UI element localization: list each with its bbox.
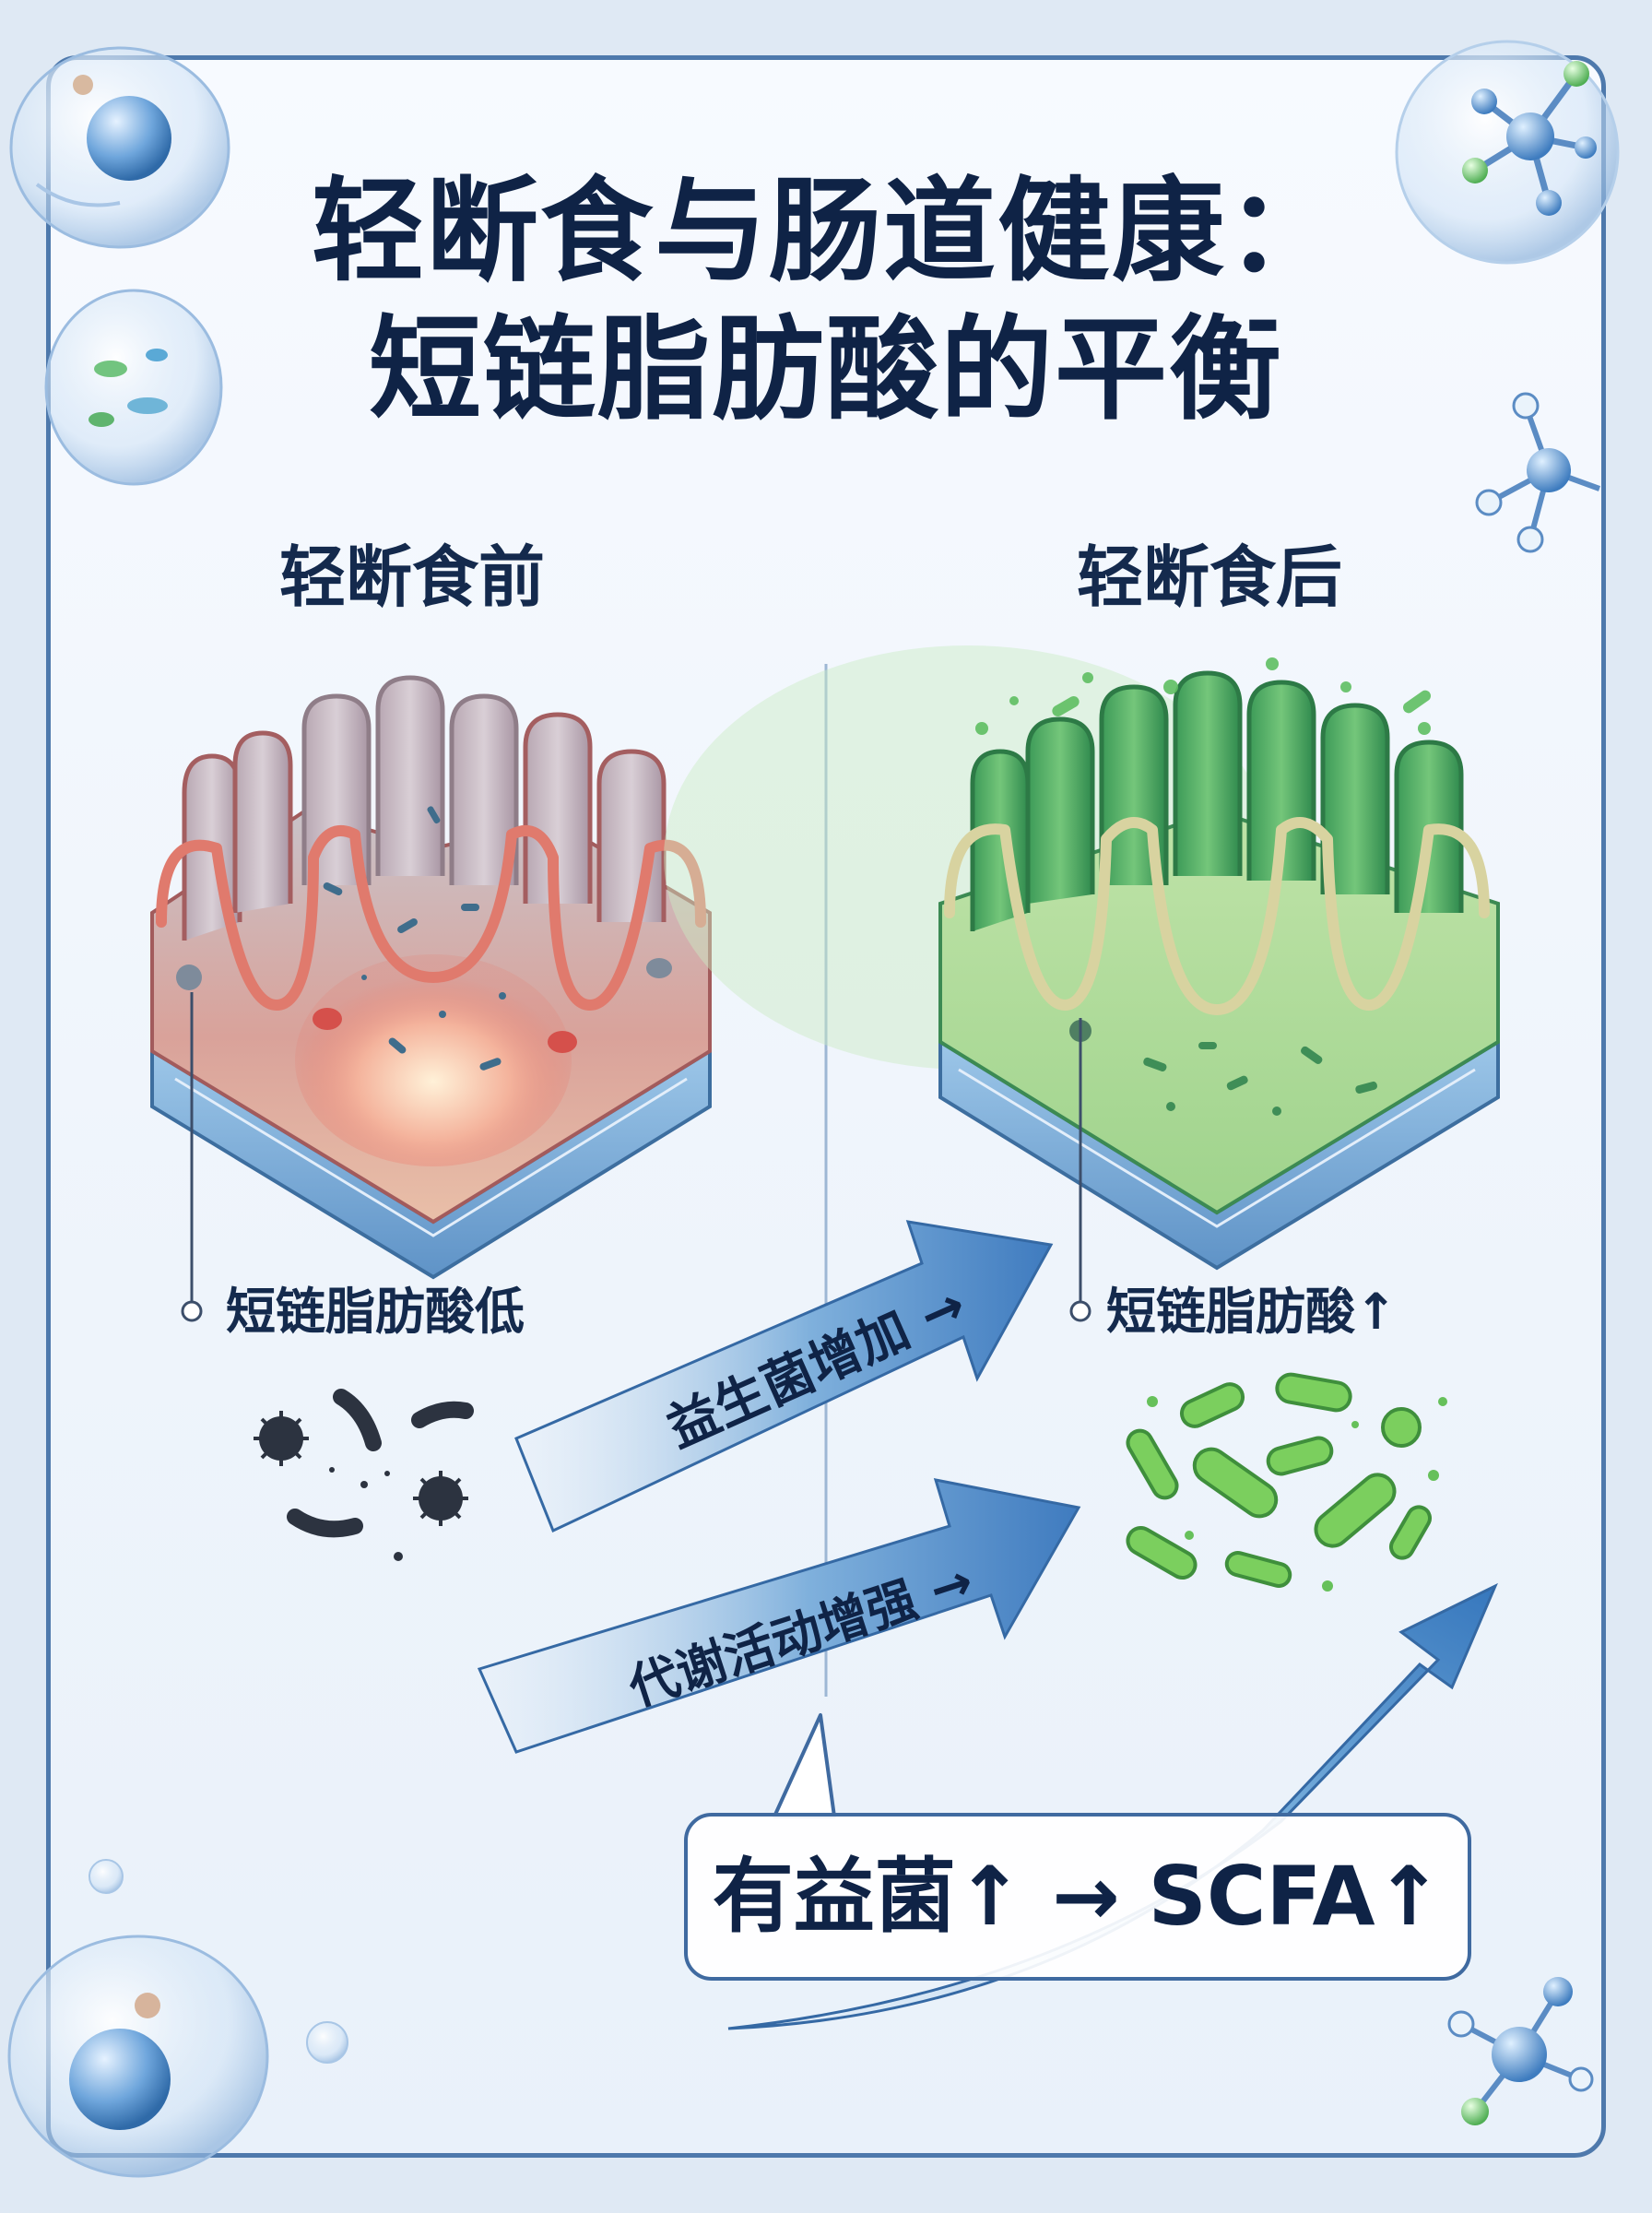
title-line-1: 轻断食与肠道健康： — [312, 166, 1340, 297]
arrow-probiotics — [514, 1220, 1054, 1533]
cell-bacteria-left-icon — [44, 289, 223, 486]
summary-formula: 有益菌↑ → SCFA↑ — [712, 1849, 1444, 1944]
callout-before: 短链脂肪酸低 — [226, 1283, 525, 1341]
molecule-top-right-icon — [1395, 40, 1620, 265]
intestinal-tissue-before — [150, 675, 712, 1322]
title-line-2: 短链脂肪酸的平衡 — [369, 304, 1283, 435]
cell-bottom-left-icon — [7, 1859, 348, 2178]
summary-box — [684, 1813, 1471, 1981]
arrow-metabolism — [477, 1478, 1081, 1754]
arrow-summary-up — [727, 1582, 1498, 2030]
molecule-right-icon — [1475, 392, 1601, 553]
molecule-bottom-right-icon — [1447, 1977, 1594, 2125]
cell-top-left-icon — [9, 46, 230, 249]
harmful-bacteria-cluster — [254, 1389, 474, 1561]
speech-bubble-tail — [773, 1713, 836, 1818]
callout-after: 短链脂肪酸↑ — [1106, 1283, 1398, 1341]
intestinal-tissue-after — [664, 645, 1500, 1322]
heading-after: 轻断食后 — [1077, 538, 1343, 616]
heading-before: 轻断食前 — [279, 538, 546, 616]
beneficial-bacteria-cluster — [1126, 1372, 1447, 1592]
